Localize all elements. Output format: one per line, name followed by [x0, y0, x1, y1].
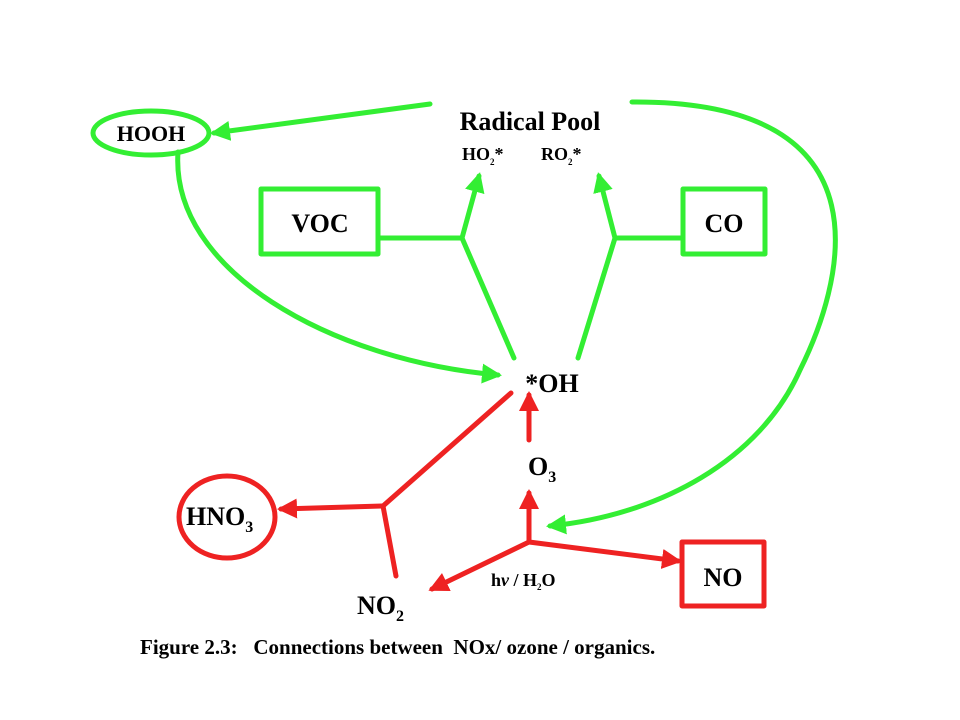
arrow-junction-to-hno3: [277, 498, 386, 519]
arrow-junction-to-ho2: [459, 172, 485, 241]
voc-label: VOC: [291, 209, 348, 238]
o3-label: O3: [528, 452, 556, 486]
arrow-radical-pool-to-hooh: [210, 101, 433, 141]
no-box: [679, 539, 767, 609]
radical-pool-label: Radical Pool: [460, 107, 601, 136]
arrow-hub-to-no2: [428, 539, 532, 592]
nox-pathways: [176, 390, 767, 609]
line-oh-to-voc-junction: [459, 235, 517, 361]
hno3-ellipse: [176, 473, 278, 561]
voc-box: [258, 186, 381, 257]
arrow-radical-pool-to-no: [546, 99, 838, 535]
arrow-hooh-to-oh: [175, 149, 502, 384]
hooh-label: HOOH: [117, 121, 185, 146]
no2-label: NO2: [357, 591, 404, 625]
hv-h2o-label: hν / H2O: [491, 570, 556, 592]
figure-caption: Figure 2.3: Connections between NOx/ ozo…: [140, 635, 655, 659]
line-no2-to-red-junction: [380, 503, 399, 579]
radical-pathways: [90, 99, 838, 535]
arrow-hub-to-no: [526, 539, 682, 569]
hno3-label: HNO3: [186, 502, 253, 536]
oh-label: *OH: [525, 369, 578, 398]
hooh-ellipse: [90, 108, 212, 158]
arrow-junction-to-ro2: [593, 172, 618, 241]
ro2-label: RO2*: [541, 144, 582, 167]
line-oh-to-red-junction: [380, 390, 514, 509]
ho2-label: HO2*: [462, 144, 504, 167]
co-label: CO: [705, 209, 744, 238]
no-label: NO: [704, 563, 743, 592]
co-box: [680, 186, 768, 257]
line-oh-to-co-junction: [575, 235, 618, 361]
